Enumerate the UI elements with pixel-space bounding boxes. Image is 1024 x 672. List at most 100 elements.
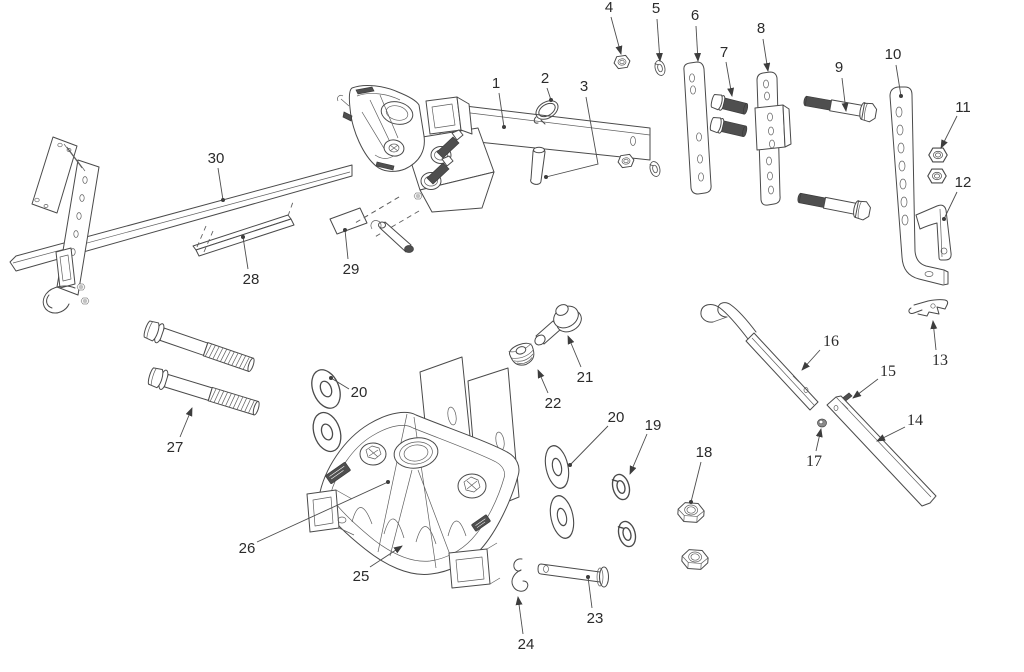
part-30-spring-bar-assembly: [9, 136, 353, 314]
part-10-snap-up-bracket: [889, 86, 949, 286]
callout-leader-22: [537, 369, 549, 394]
bracket-nut: [80, 297, 90, 305]
part-4-hex-nut: [612, 54, 632, 70]
callout-27-hex-bolt: 27: [167, 439, 184, 456]
callout-leader-29: [343, 228, 349, 260]
callout-leader-16: [801, 349, 821, 371]
warning-label: [325, 462, 351, 484]
part-8-link-plate-spacer: [754, 71, 792, 206]
callout-6-chain-link-plate: 6: [691, 7, 699, 24]
part-14-spring-bar: [826, 395, 937, 507]
callout-15-set-screw: 15: [880, 363, 896, 380]
callout-11-lock-nut: 11: [955, 99, 971, 116]
part-2-safety-clip: [533, 100, 559, 125]
pivot-boss: [457, 473, 487, 499]
part-20-flat-washer: [305, 364, 347, 414]
callout-leader-25: [369, 545, 403, 568]
part-7-carriage-bolt: [708, 115, 749, 140]
callout-leader-23: [586, 575, 593, 609]
bracket-back-plate: [31, 136, 78, 214]
callout-21-pivot-bolt: 21: [577, 369, 594, 386]
part-25-26-hitch-head: [306, 356, 520, 589]
callout-23-clevis-pin: 23: [587, 610, 604, 627]
callout-leader-30: [217, 167, 225, 202]
callout-17-square-nut-small: 17: [806, 453, 822, 470]
callout-30-spring-bar-assembly: 30: [208, 150, 225, 167]
part-3-hitch-pin: [530, 146, 546, 185]
part-27-hex-bolt: [146, 365, 262, 419]
part-29-friction-pad: [329, 196, 420, 239]
callout-7-carriage-bolt-short: 7: [720, 44, 728, 61]
callout-1-hitch-shank-bar: 1: [492, 75, 500, 92]
callout-leader-17: [815, 428, 823, 452]
part-17-square-nut: [817, 418, 827, 428]
part-11-lock-nut: [928, 147, 948, 163]
callout-leader-9: [841, 77, 849, 112]
callout-leader-6: [694, 25, 702, 62]
callout-leader-8: [762, 38, 771, 72]
callout-12-l-strap-bracket: 12: [955, 174, 972, 191]
callout-leader-12: [942, 191, 958, 221]
receiver-socket: [448, 548, 491, 589]
callout-leader-24: [515, 596, 524, 635]
callout-leader-28: [241, 235, 249, 270]
callout-leader-20: [568, 425, 609, 467]
part-18-hex-nut: [680, 548, 710, 571]
part-6-link-plate: [683, 61, 712, 195]
part-23-clevis-pin: [537, 563, 609, 588]
callout-2-safety-clip: 2: [541, 70, 549, 87]
callout-leader-20: [329, 376, 350, 390]
receiver-socket: [306, 489, 340, 533]
callout-leader-14: [876, 426, 906, 442]
callout-leader-19: [629, 433, 648, 475]
callout-leader-18: [689, 461, 702, 504]
callout-19-lock-washer-large: 19: [645, 417, 662, 434]
callout-3-hitch-pin: 3: [580, 78, 588, 95]
part-9-hex-bolt: [795, 188, 872, 222]
callout-29-friction-pad: 29: [343, 261, 360, 278]
callout-leader-27: [179, 407, 193, 438]
callout-leader-1: [498, 92, 506, 129]
head-assembly-top: [337, 84, 651, 253]
part-12-l-strap: [915, 204, 952, 261]
callout-leader-11: [940, 115, 958, 149]
bracket-nut: [76, 283, 86, 291]
part-18-hex-nut: [676, 501, 706, 524]
callout-leader-2: [546, 87, 553, 102]
part-5-lock-washer: [652, 59, 668, 77]
callout-22-threaded-bushing: 22: [545, 395, 562, 412]
part-24-hairpin-cotter: [511, 558, 529, 592]
part-9-hex-bolt: [801, 91, 878, 124]
part-21-pivot-bolt: [534, 304, 582, 346]
callout-5-lock-washer-small: 5: [652, 0, 660, 17]
callout-leader-4: [610, 16, 623, 55]
part-22-threaded-bushing: [508, 342, 535, 366]
part-11-lock-nut: [927, 168, 947, 184]
callout-4-hex-nut: 4: [605, 0, 613, 16]
part-20-flat-washer: [546, 492, 578, 542]
callout-leader-5: [655, 18, 663, 62]
warning-label: [471, 514, 491, 532]
bar-clamp: [55, 247, 76, 289]
part-27-hex-bolt: [141, 318, 257, 376]
part-13-latch-clip: [908, 299, 949, 317]
part-19-lock-washer: [609, 471, 633, 503]
callout-10-snap-up-bracket: 10: [885, 46, 902, 63]
callout-20-flat-washer: 20: [351, 384, 368, 401]
callout-leader-15: [852, 378, 879, 399]
part-28-wear-pad: [192, 198, 295, 257]
part-20-flat-washer: [307, 408, 347, 456]
callout-leader-3: [544, 96, 599, 179]
callout-leader-7: [725, 61, 735, 97]
callout-18-hex-nut-large: 18: [696, 444, 713, 461]
callout-14-spring-bar: 14: [907, 412, 923, 429]
callout-24-hairpin-cotter: 24: [518, 636, 535, 653]
callout-28-spring-bar-wear-pad: 28: [243, 271, 260, 288]
part-19-lock-washer: [615, 518, 639, 550]
callout-25-hitch-head-assembly: 25: [353, 568, 370, 585]
shank-socket: [425, 96, 462, 135]
callout-8-link-plate-with-spacer: 8: [757, 20, 765, 37]
